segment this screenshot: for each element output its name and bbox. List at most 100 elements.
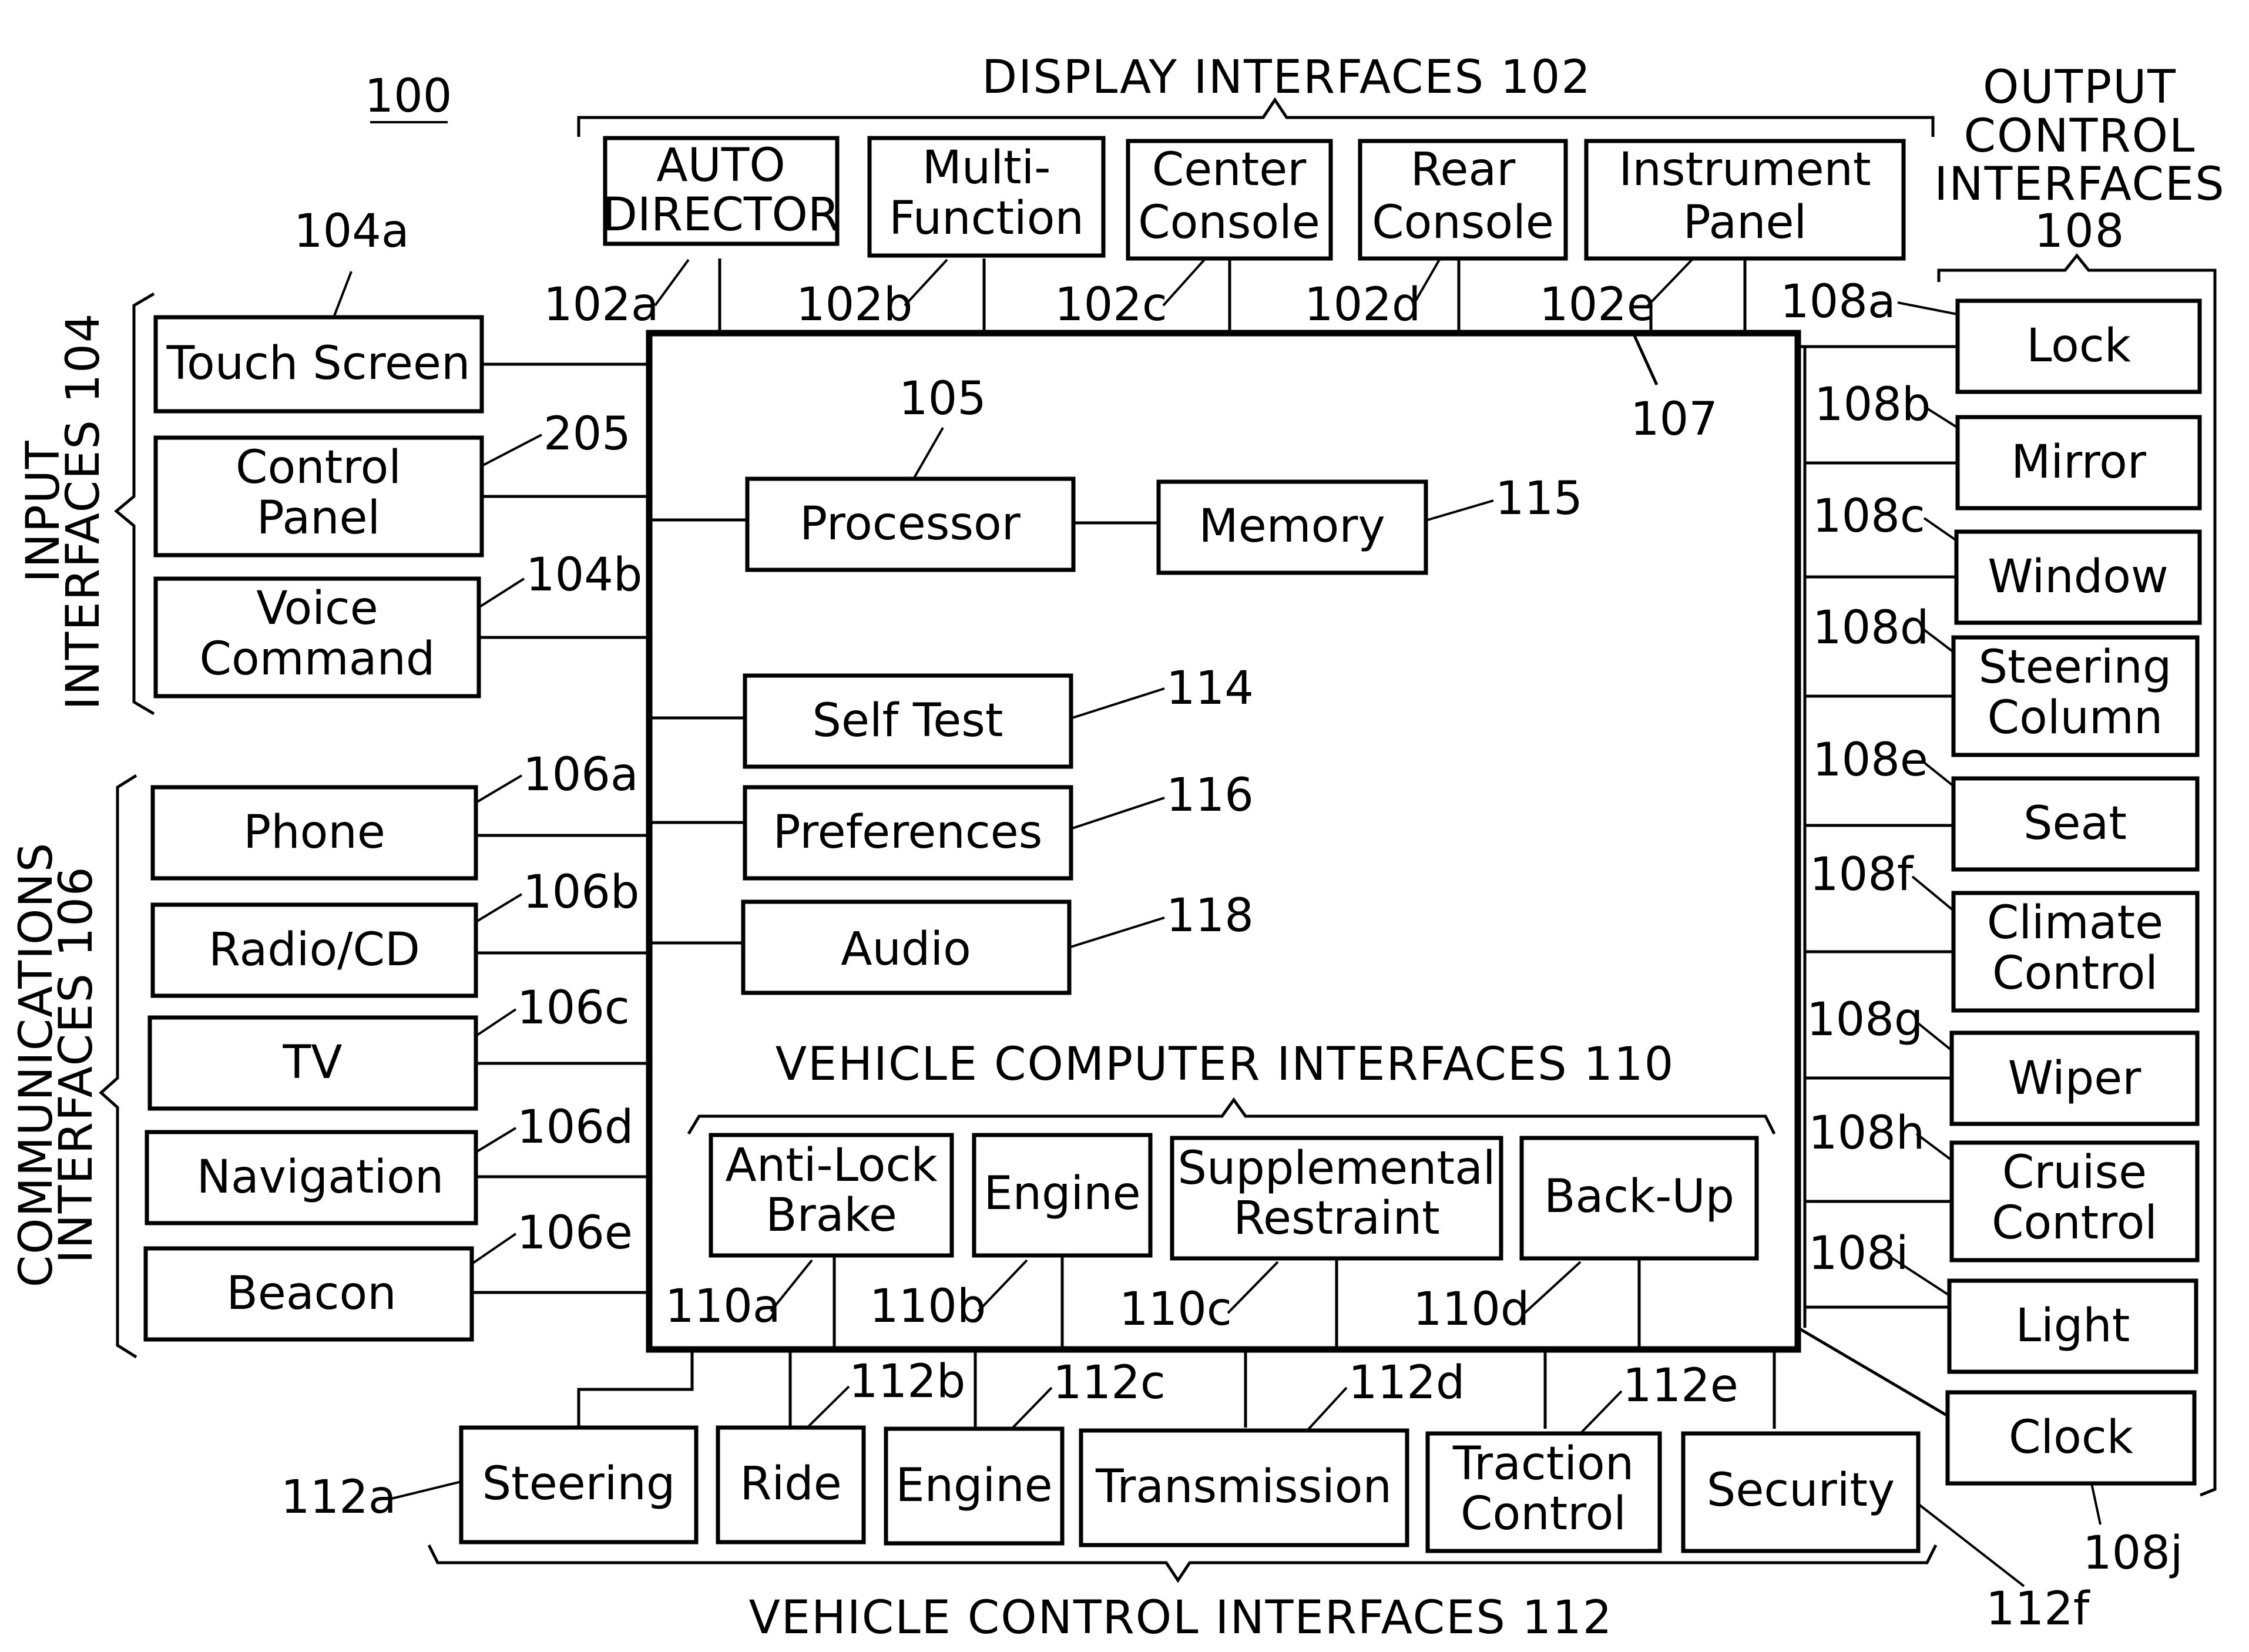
display-label-line1: Multi- (922, 142, 1051, 194)
input-title-line2: INTERFACES 104 (57, 312, 110, 710)
output-wiper: Wiper 108g (1805, 993, 2197, 1124)
input-label-line2: Command (200, 633, 435, 686)
vci-ref-110b: 110b (870, 1280, 986, 1333)
output-leader-108f (1912, 877, 1953, 911)
comm-label-line1: Beacon (226, 1267, 396, 1320)
vctl-ref-112b: 112b (849, 1355, 965, 1408)
vci-label-line2: Restraint (1233, 1192, 1439, 1245)
self-test-label: Self Test (812, 694, 1003, 747)
comm-leader-106b (477, 894, 522, 921)
vci-label-line1: Engine (983, 1167, 1140, 1220)
output-label-line1: Wiper (2008, 1052, 2142, 1105)
output-label-line1: Climate (1987, 896, 2163, 949)
display-label-line1: Rear (1411, 143, 1516, 196)
output-leader-108c (1924, 518, 1956, 540)
output-label-line1: Steering (1979, 641, 2172, 694)
output-ref-108b: 108b (1814, 378, 1931, 431)
communications-interfaces: COMMUNICATIONS INTERFACES 106 Phone 106a… (10, 748, 649, 1357)
input-leader-104b (481, 579, 524, 606)
comm-navigation: Navigation 106d (147, 1101, 649, 1223)
input-label-line1: Voice (256, 582, 378, 635)
communications-title-line2: INTERFACES 106 (50, 865, 103, 1263)
vehicle-computer-title: VEHICLE COMPUTER INTERFACES 110 (776, 1038, 1675, 1091)
output-ref-108a: 108a (1780, 276, 1896, 328)
memory-ref: 115 (1495, 472, 1583, 525)
vctl-leader-112a (389, 1482, 461, 1499)
output-ref-108d: 108d (1812, 602, 1929, 654)
display-leader-102a (655, 260, 689, 305)
preferences-ref: 116 (1166, 769, 1254, 822)
vctl-label-line1: Engine (895, 1459, 1052, 1512)
vctl-leader-112e (1580, 1391, 1622, 1433)
input-voice-command: Voice Command 104b (156, 549, 649, 696)
display-ref-102e: 102e (1539, 278, 1655, 331)
input-interfaces-brace (116, 294, 154, 714)
vci-ref-110c: 110c (1119, 1283, 1232, 1336)
output-label-line1: Cruise (2002, 1146, 2147, 1199)
input-control-panel: Control Panel 205 (156, 408, 649, 555)
comm-leader-106a (477, 775, 522, 802)
comm-ref-106d: 106d (517, 1101, 633, 1154)
output-title-line2: CONTROL (1964, 110, 2196, 163)
preferences-label: Preferences (773, 806, 1043, 859)
output-leader-108e (1924, 763, 1953, 786)
display-label-line2: Console (1372, 196, 1554, 249)
display-label-line2: DIRECTOR (602, 189, 840, 241)
vctl-leader-112f (1918, 1504, 2024, 1586)
vctl-label-line1: Steering (482, 1458, 676, 1510)
audio-label: Audio (841, 923, 971, 976)
vci-label-line1: Supplemental (1177, 1142, 1495, 1195)
vctl-ref-112a: 112a (281, 1471, 397, 1524)
output-label-line1: Mirror (2011, 436, 2147, 489)
output-label-line1: Light (2016, 1300, 2130, 1352)
output-ref-108g: 108g (1807, 993, 1923, 1046)
memory-label: Memory (1199, 500, 1385, 553)
vctl-label-line1: Ride (740, 1458, 841, 1510)
display-ref-102c: 102c (1055, 278, 1167, 331)
display-label-line1: Instrument (1619, 143, 1871, 196)
comm-ref-106e: 106e (517, 1207, 633, 1260)
output-control-interfaces: OUTPUT CONTROL INTERFACES 108 Lock 108a … (1780, 61, 2225, 1580)
comm-label-line1: Phone (243, 806, 385, 859)
comm-ref-106c: 106c (517, 982, 630, 1035)
output-ref-108f: 108f (1810, 848, 1914, 901)
output-label-line1: Seat (2023, 797, 2127, 850)
processor-ref: 105 (899, 372, 986, 425)
comm-leader-106e (473, 1234, 516, 1263)
display-label-line2: Panel (1683, 196, 1807, 249)
vctl-ref-112e: 112e (1623, 1359, 1738, 1412)
vctl-label-line1: Security (1707, 1464, 1895, 1517)
figure-number: 100 (365, 70, 452, 123)
output-title-line1: OUTPUT (1983, 61, 2177, 114)
input-leader-104a (334, 271, 351, 317)
comm-label-line1: Radio/CD (209, 924, 420, 976)
output-title-line3: INTERFACES (1934, 158, 2225, 211)
communications-interfaces-brace (101, 775, 136, 1357)
output-lock: Lock 108a (1780, 276, 2200, 392)
output-label-line2: Control (1992, 947, 2158, 1000)
self-test-ref: 114 (1166, 662, 1254, 715)
output-ref-108i: 108i (1808, 1227, 1909, 1280)
vctl-leader-112c (1012, 1388, 1052, 1429)
output-connector-clock (1798, 1328, 1948, 1416)
vctl-ref-112f: 112f (1986, 1583, 2090, 1636)
vehicle-control-title: VEHICLE CONTROL INTERFACES 112 (748, 1591, 1613, 1644)
display-interfaces-brace (579, 100, 1933, 137)
output-ref-108e: 108e (1812, 734, 1928, 787)
figure-number-label: 100 (365, 70, 452, 123)
display-leader-102c (1163, 260, 1204, 305)
bus-107-ref: 107 (1630, 393, 1718, 446)
output-ref-108c: 108c (1812, 490, 1925, 543)
comm-label-line1: TV (282, 1036, 342, 1089)
vci-label-line1: Anti-Lock (725, 1139, 937, 1192)
comm-phone: Phone 106a (153, 748, 649, 878)
display-ref-102b: 102b (796, 278, 912, 331)
input-leader-205 (483, 435, 542, 465)
vctl-leader-112d (1307, 1388, 1347, 1431)
vctl-label-line2: Control (1461, 1488, 1626, 1540)
comm-tv: TV 106c (150, 982, 649, 1109)
vctl-leader-112b (806, 1386, 849, 1429)
comm-radio-cd: Radio/CD 106b (153, 866, 649, 996)
vctl-ref-112c: 112c (1053, 1356, 1166, 1409)
